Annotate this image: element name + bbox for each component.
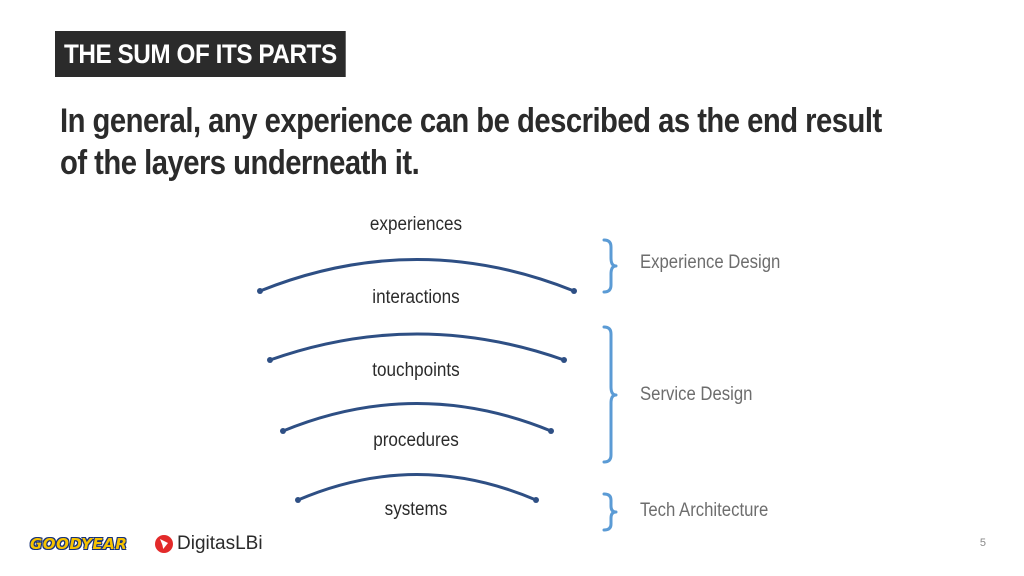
layer-label-systems: systems xyxy=(384,499,448,520)
layer-arc-3 xyxy=(281,402,553,433)
arc-1-end-left xyxy=(257,288,263,294)
digitas-logo-text: DigitasLBi xyxy=(177,533,263,554)
headline-line-2: of the layers underneath it. xyxy=(60,144,420,182)
layer-label-experiences: experiences xyxy=(369,214,463,235)
layer-arc-2 xyxy=(268,332,566,362)
arc-3-end-right xyxy=(548,428,554,434)
arc-4-end-right xyxy=(533,497,539,503)
page-number: 5 xyxy=(979,537,986,549)
layer-arc-4 xyxy=(296,473,538,502)
arc-3-end-left xyxy=(280,428,286,434)
arc-1-end-right xyxy=(571,288,577,294)
goodyear-logo: GOODYEAR xyxy=(30,535,128,553)
arc-2-end-right xyxy=(561,357,567,363)
brace-tech-architecture xyxy=(602,492,618,532)
arc-4-end-left xyxy=(295,497,301,503)
layer-label-procedures: procedures xyxy=(373,430,459,451)
brace-service-design xyxy=(602,325,618,464)
arc-2-end-left xyxy=(267,357,273,363)
headline-line-1: In general, any experience can be descri… xyxy=(60,102,882,140)
group-label-experience-design: Experience Design xyxy=(640,252,781,273)
layer-arc-1 xyxy=(258,258,576,293)
digitas-logo-icon xyxy=(155,535,173,553)
group-label-service-design: Service Design xyxy=(640,384,753,405)
headline: In general, any experience can be descri… xyxy=(60,100,903,184)
layer-label-touchpoints: touchpoints xyxy=(372,360,460,381)
group-label-tech-architecture: Tech Architecture xyxy=(640,500,769,521)
layer-label-interactions: interactions xyxy=(372,287,460,308)
section-tag: THE SUM OF ITS PARTS xyxy=(55,31,346,77)
brace-experience-design xyxy=(602,238,618,294)
digitas-logo: DigitasLBi xyxy=(155,533,263,554)
